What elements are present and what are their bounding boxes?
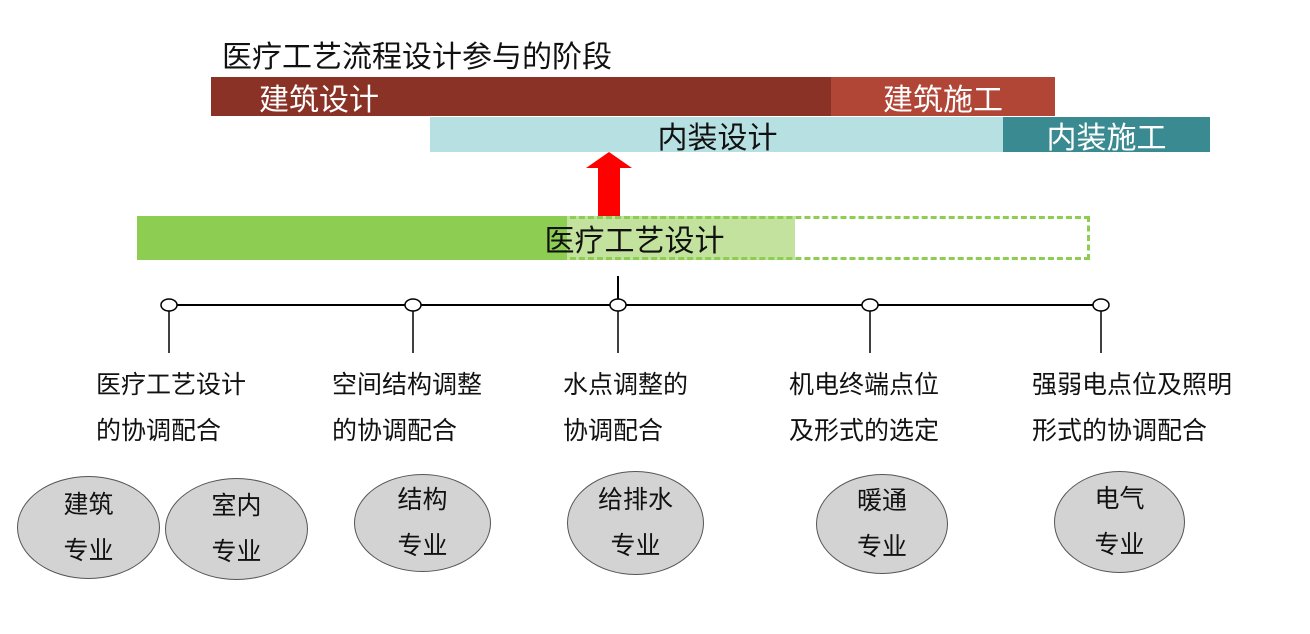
bar-interior-construction-label: 内装施工 <box>1046 120 1167 156</box>
bar-architecture-design: 建筑设计 <box>211 77 831 118</box>
specialty-structure-line2: 专业 <box>397 531 448 560</box>
bar-architecture-construction: 建筑施工 <box>831 77 1055 118</box>
medical-design-outline <box>137 216 1090 260</box>
bar-interior-design-label: 内装设计 <box>657 120 778 156</box>
specialty-structure: 结构 专业 <box>354 474 491 572</box>
specialty-electrical: 电气 专业 <box>1054 471 1185 573</box>
bar-architecture-design-label: 建筑设计 <box>259 82 379 118</box>
specialty-plumbing-line2: 专业 <box>610 531 661 560</box>
specialty-electrical-line1: 电气 <box>1094 484 1145 513</box>
specialty-architecture: 建筑 专业 <box>17 476 160 579</box>
specialty-architecture-line2: 专业 <box>63 535 114 565</box>
coordination-label-4-line2: 及形式的选定 <box>789 416 940 445</box>
coordination-label-1-line1: 医疗工艺设计 <box>96 370 247 399</box>
medical-design-label: 医疗工艺设计 <box>544 224 725 259</box>
bar-architecture-construction-label: 建筑施工 <box>883 82 1003 118</box>
coordination-label-5-line2: 形式的协调配合 <box>1032 416 1208 445</box>
specialty-hvac: 暖通 专业 <box>816 474 948 574</box>
red-up-arrow <box>586 152 632 216</box>
specialty-structure-line1: 结构 <box>397 485 448 514</box>
coordination-label-5-line1: 强弱电点位及照明 <box>1032 370 1233 399</box>
coordination-label-1-line2: 的协调配合 <box>96 416 222 445</box>
bar-interior-design: 内装设计 <box>430 117 1005 156</box>
diagram-title: 医疗工艺流程设计参与的阶段 <box>222 40 612 75</box>
coordination-label-2-line1: 空间结构调整 <box>332 370 483 399</box>
axis-node-3 <box>609 298 627 312</box>
specialty-electrical-line2: 专业 <box>1094 530 1145 559</box>
coordination-label-2: 空间结构调整 的协调配合 <box>332 362 482 454</box>
bar-interior-construction: 内装施工 <box>1003 117 1210 156</box>
coordination-label-3-line1: 水点调整的 <box>563 370 689 399</box>
specialty-plumbing-line1: 给排水 <box>597 485 673 514</box>
coordination-label-5: 强弱电点位及照明 形式的协调配合 <box>1032 362 1232 454</box>
medical-design-fill-dark <box>137 216 567 260</box>
specialty-plumbing: 给排水 专业 <box>567 471 704 575</box>
medical-design-fill-light <box>567 216 795 260</box>
specialty-interior: 室内 专业 <box>165 478 308 580</box>
axis-node-5 <box>1092 298 1110 312</box>
coordination-label-4: 机电终端点位 及形式的选定 <box>789 362 939 454</box>
specialty-architecture-line1: 建筑 <box>63 489 114 519</box>
coordination-label-2-line2: 的协调配合 <box>332 416 458 445</box>
coordination-label-3-line2: 协调配合 <box>563 416 664 445</box>
axis-node-1 <box>160 298 178 312</box>
coordination-label-1: 医疗工艺设计 的协调配合 <box>96 362 246 454</box>
specialty-interior-line1: 室内 <box>211 491 262 520</box>
coordination-label-4-line1: 机电终端点位 <box>789 370 940 399</box>
axis-node-4 <box>861 298 879 312</box>
axis-node-2 <box>404 298 422 312</box>
specialty-hvac-line1: 暖通 <box>856 486 907 515</box>
specialty-interior-line2: 专业 <box>211 537 262 566</box>
coordination-label-3: 水点调整的 协调配合 <box>563 362 688 454</box>
specialty-hvac-line2: 专业 <box>856 532 907 561</box>
